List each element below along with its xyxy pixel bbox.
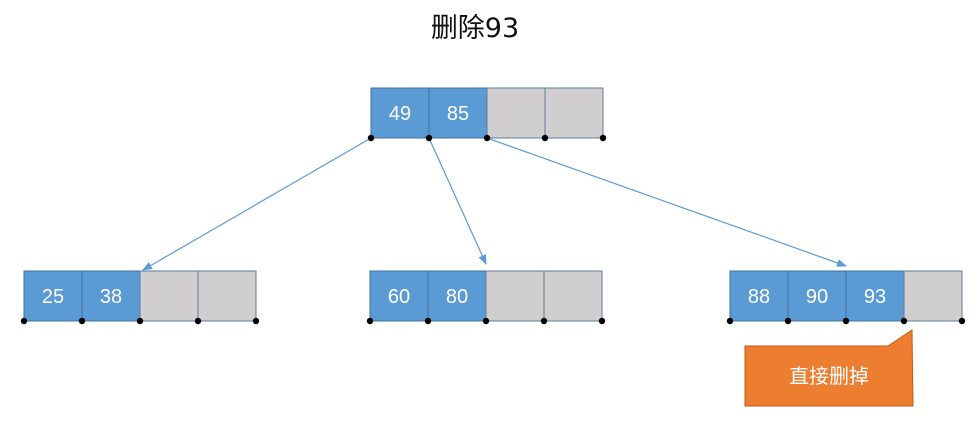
nodes-layer: 49 85 25 38 60 80 88 90 93 — [20, 87, 966, 325]
key-label: 93 — [864, 286, 886, 308]
empty-slot — [486, 87, 546, 139]
pointer-dot — [599, 134, 607, 142]
empty-slot — [903, 270, 963, 322]
empty-slot — [197, 270, 257, 322]
pointer-dot — [482, 317, 490, 325]
callout-box: 直接删掉 — [744, 329, 914, 407]
btree-node-leaf-3: 88 90 93 — [726, 270, 966, 325]
key-label: 80 — [446, 286, 468, 308]
key-slot — [370, 87, 430, 139]
pointer-dot — [958, 317, 966, 325]
key-slot — [81, 270, 141, 322]
pointer-dot — [598, 317, 606, 325]
pointer-dot — [194, 317, 202, 325]
callout-label: 直接删掉 — [789, 364, 869, 388]
pointer-dot — [540, 317, 548, 325]
key-slot — [845, 270, 905, 322]
pointer-dot — [424, 317, 432, 325]
edge-root-to-leaf-2 — [428, 137, 487, 265]
empty-slot — [485, 270, 545, 322]
diagram-title: 删除93 — [430, 13, 520, 44]
pointer-dot — [784, 317, 792, 325]
pointer-dot — [483, 134, 491, 142]
btree-node-root: 49 85 — [367, 87, 607, 142]
key-slot — [428, 87, 488, 139]
pointer-dot — [367, 134, 375, 142]
key-label: 60 — [388, 286, 410, 308]
key-label: 90 — [806, 286, 828, 308]
key-slot — [23, 270, 83, 322]
pointer-dot — [78, 317, 86, 325]
key-label: 85 — [447, 103, 469, 125]
empty-slot — [543, 270, 603, 322]
key-label: 49 — [389, 103, 411, 125]
key-slot — [369, 270, 429, 322]
edges-layer — [142, 137, 847, 271]
key-label: 38 — [100, 286, 122, 308]
pointer-dot — [425, 134, 433, 142]
key-slot — [427, 270, 487, 322]
edge-root-to-leaf-1 — [142, 137, 372, 271]
callout-layer: 直接删掉 — [744, 329, 914, 407]
key-slot — [787, 270, 847, 322]
pointer-dot — [136, 317, 144, 325]
edge-root-to-leaf-3 — [486, 137, 847, 267]
empty-slot — [139, 270, 199, 322]
btree-node-leaf-1: 25 38 — [20, 270, 260, 325]
pointer-dot — [541, 134, 549, 142]
pointer-dot — [20, 317, 28, 325]
empty-slot — [544, 87, 604, 139]
pointer-dot — [900, 317, 908, 325]
pointer-dot — [726, 317, 734, 325]
pointer-dot — [366, 317, 374, 325]
key-label: 25 — [42, 286, 64, 308]
btree-node-leaf-2: 60 80 — [366, 270, 606, 325]
callout-shape — [744, 329, 914, 407]
pointer-dot — [252, 317, 260, 325]
pointer-dot — [842, 317, 850, 325]
key-label: 88 — [748, 286, 770, 308]
